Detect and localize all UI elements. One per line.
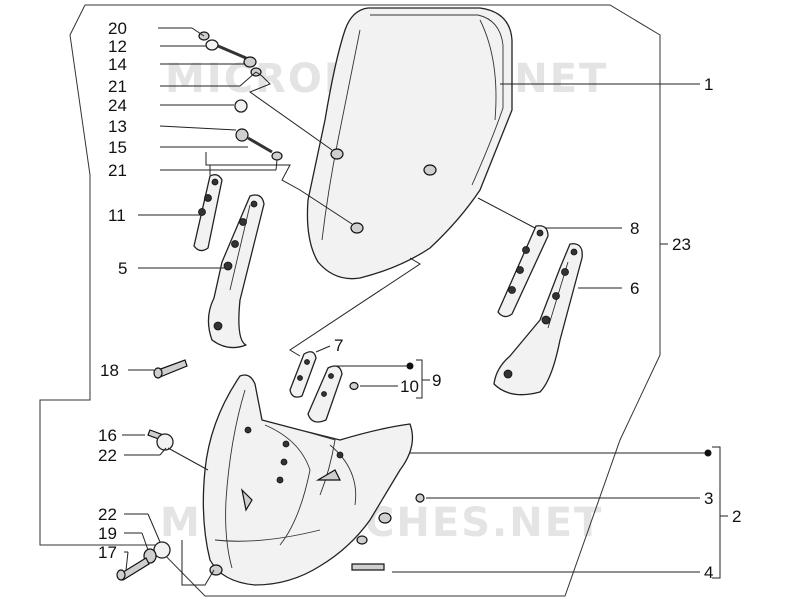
- assembly-frame: [39, 4, 661, 597]
- windshield-hole-top: [330, 148, 344, 160]
- nut-14: [243, 56, 257, 68]
- bracket-8: [497, 225, 549, 318]
- callout-11: 11: [108, 206, 126, 225]
- bracket-11: [193, 174, 223, 252]
- hardware-bottom: [116, 541, 171, 581]
- screw-17-head: [116, 569, 126, 581]
- callout-19: 19: [98, 524, 117, 543]
- callout-17: 17: [98, 543, 117, 562]
- callout-10: 10: [400, 377, 419, 396]
- dot-9: [406, 362, 414, 370]
- callout-labels: 20 12 14 21 24 13 15 21 11 5 1 8 23 6 7 …: [98, 19, 741, 582]
- callout-8: 8: [630, 219, 639, 238]
- bracket-5: [207, 194, 265, 349]
- screw-18: [153, 359, 188, 379]
- windshield-part: [306, 7, 513, 280]
- grommet-24: [234, 99, 248, 113]
- callout-14: 14: [108, 55, 127, 74]
- windshield-hole-right: [423, 164, 437, 176]
- callout-4: 4: [704, 563, 713, 582]
- windshield-hole-left: [350, 222, 364, 234]
- callout-1: 1: [704, 75, 713, 94]
- callout-13: 13: [108, 117, 127, 136]
- callout-18: 18: [100, 361, 119, 380]
- callout-3: 3: [704, 489, 713, 508]
- dot-2: [704, 449, 712, 457]
- callout-9: 9: [432, 371, 441, 390]
- callout-22-bottom: 22: [98, 505, 117, 524]
- bracket-6: [493, 243, 583, 396]
- callout-21-mid: 21: [108, 161, 127, 180]
- insert-3: [415, 493, 425, 503]
- plate-7: [289, 351, 359, 423]
- callout-16: 16: [98, 426, 117, 445]
- nut-21-mid: [271, 151, 283, 161]
- hardware-top: [198, 31, 283, 161]
- washer-12: [205, 39, 219, 51]
- callout-23: 23: [672, 235, 691, 254]
- front-fairing-part: [202, 374, 414, 586]
- callout-21-top: 21: [108, 77, 127, 96]
- callout-2: 2: [732, 507, 741, 526]
- callout-12: 12: [108, 37, 127, 56]
- callout-24: 24: [108, 96, 127, 115]
- nut-10: [349, 381, 359, 391]
- callout-15: 15: [108, 138, 127, 157]
- screw-16: [147, 429, 174, 451]
- callout-6: 6: [630, 279, 639, 298]
- nut-13: [235, 128, 249, 142]
- strip-4: [351, 563, 385, 571]
- washer-22-top: [156, 433, 174, 451]
- callout-20: 20: [108, 19, 127, 38]
- callout-5: 5: [118, 259, 127, 278]
- callout-22-top: 22: [98, 446, 117, 465]
- callout-7: 7: [334, 336, 343, 355]
- leader-lines: [122, 27, 728, 586]
